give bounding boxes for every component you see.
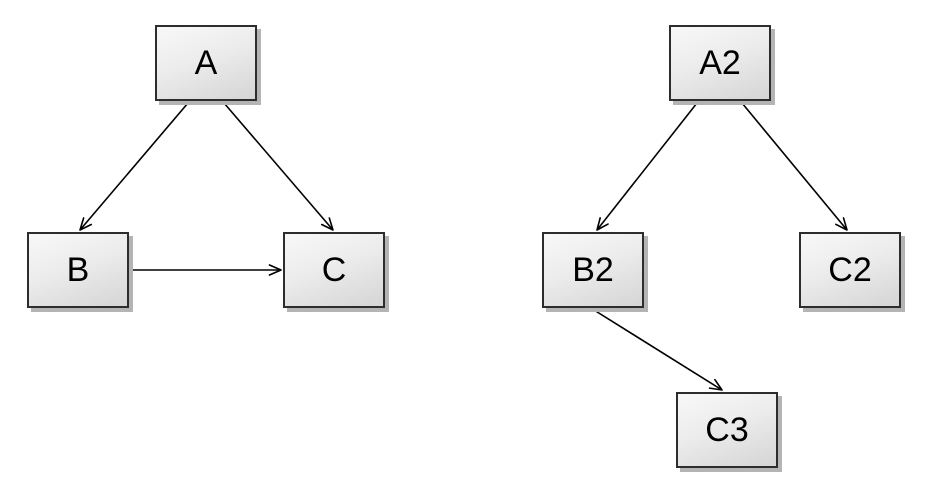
node-B[interactable]: B <box>27 232 129 308</box>
node-C[interactable]: C <box>283 232 385 308</box>
node-label: C <box>321 251 347 289</box>
node-C3[interactable]: C3 <box>676 392 778 468</box>
node-label: A <box>194 44 218 82</box>
node-B2[interactable]: B2 <box>542 232 644 308</box>
node-C2[interactable]: C2 <box>799 232 901 308</box>
node-A[interactable]: A <box>155 25 257 101</box>
node-A2[interactable]: A2 <box>669 25 771 101</box>
node-label: A2 <box>699 44 741 82</box>
node-label: B <box>66 251 90 289</box>
node-label: C2 <box>828 251 872 289</box>
node-label: B2 <box>572 251 614 289</box>
node-label: C3 <box>705 411 749 449</box>
